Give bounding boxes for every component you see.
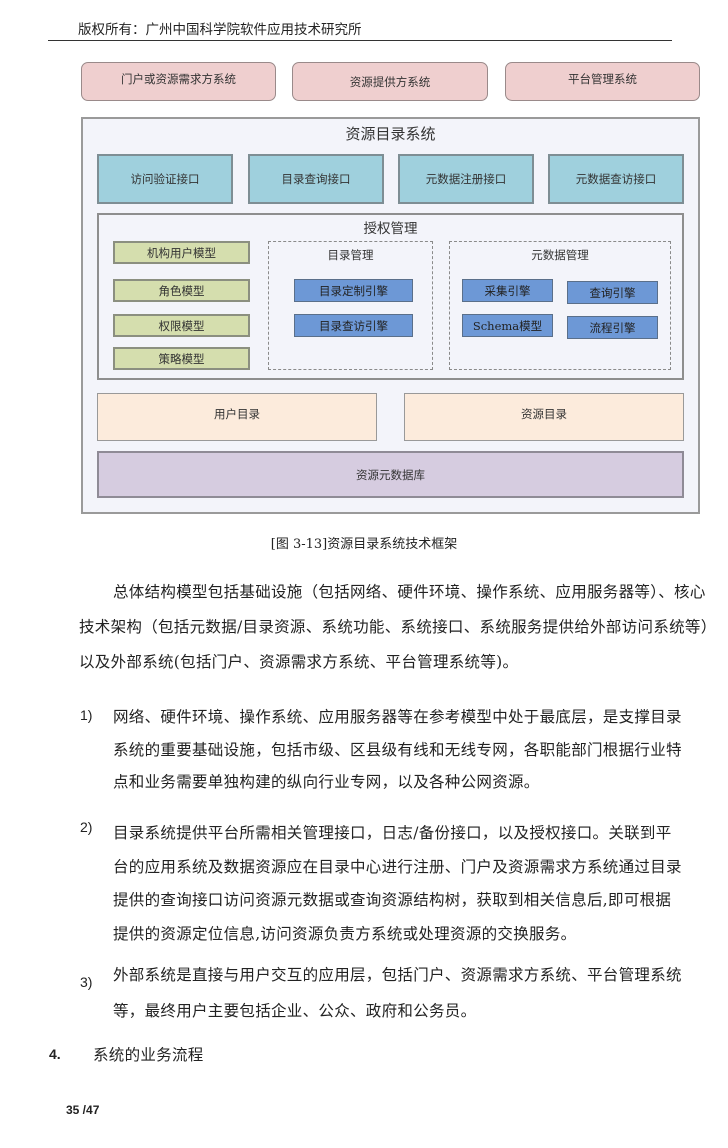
list-number: 1) bbox=[80, 707, 93, 723]
engine-box: 采集引擎 bbox=[462, 279, 553, 302]
provider-system-box: 资源提供方系统 bbox=[292, 62, 488, 101]
section-number: 4. bbox=[49, 1046, 61, 1062]
list-line: 等，最终用户主要包括企业、公众、政府和公务员。 bbox=[113, 1002, 477, 1020]
model-box: 机构用户模型 bbox=[113, 241, 250, 264]
platform-system-box: 平台管理系统 bbox=[505, 62, 700, 101]
list-line: 提供的查询接口访问资源元数据或查询资源结构树，获取到相关信息后,即可根据 bbox=[113, 891, 672, 909]
page-header: 版权所有：广州中国科学院软件应用技术研究所 bbox=[78, 22, 362, 38]
model-box: 权限模型 bbox=[113, 314, 250, 337]
user-directory-box: 用户目录 bbox=[97, 393, 377, 441]
paragraph-line: 总体结构模型包括基础设施（包括网络、硬件环境、操作系统、应用服务器等）、核心 bbox=[113, 583, 706, 601]
auth-title: 授权管理 bbox=[363, 221, 418, 237]
list-line: 目录系统提供平台所需相关管理接口，日志/备份接口，以及授权接口。关联到平 bbox=[113, 824, 672, 842]
interface-box: 元数据注册接口 bbox=[398, 154, 534, 204]
interface-box: 访问验证接口 bbox=[97, 154, 233, 204]
list-line: 提供的资源定位信息,访问资源负责方系统或处理资源的交换服务。 bbox=[113, 925, 577, 943]
engine-box: 目录查访引擎 bbox=[294, 314, 413, 337]
engine-box: Schema模型 bbox=[462, 314, 553, 337]
section-title: 系统的业务流程 bbox=[93, 1046, 204, 1064]
page-number: 35 /47 bbox=[66, 1103, 100, 1117]
engine-box: 目录定制引擎 bbox=[294, 279, 413, 302]
list-line: 外部系统是直接与用户交互的应用层，包括门户、资源需求方系统、平台管理系统 bbox=[113, 966, 682, 984]
resource-directory-box: 资源目录 bbox=[404, 393, 684, 441]
model-box: 策略模型 bbox=[113, 347, 250, 370]
interface-box: 目录查询接口 bbox=[248, 154, 384, 204]
catalog-system-title: 资源目录系统 bbox=[345, 125, 436, 143]
list-line: 系统的重要基础设施，包括市级、区县级有线和无线专网，各职能部门根据行业特 bbox=[113, 741, 682, 759]
list-number: 3) bbox=[80, 974, 93, 990]
paragraph-line: 以及外部系统(包括门户、资源需求方系统、平台管理系统等)。 bbox=[79, 653, 519, 671]
engine-box: 查询引擎 bbox=[567, 281, 658, 304]
model-box: 角色模型 bbox=[113, 279, 250, 302]
figure-caption: [图 3-13]资源目录系统技术框架 bbox=[270, 537, 458, 552]
header-divider bbox=[48, 40, 672, 41]
list-line: 点和业务需要单独构建的纵向行业专网，以及各种公网资源。 bbox=[113, 773, 540, 791]
engine-box: 流程引擎 bbox=[567, 316, 658, 339]
interface-box: 元数据查访接口 bbox=[548, 154, 684, 204]
list-line: 台的应用系统及数据资源应在目录中心进行注册、门户及资源需求方系统通过目录 bbox=[113, 858, 682, 876]
list-number: 2) bbox=[80, 819, 93, 835]
metadata-database-box: 资源元数据库 bbox=[97, 451, 684, 498]
list-line: 网络、硬件环境、操作系统、应用服务器等在参考模型中处于最底层，是支撑目录 bbox=[113, 708, 682, 726]
catalog-mgmt-group: 目录管理 bbox=[268, 241, 433, 370]
paragraph-line: 技术架构（包括元数据/目录资源、系统功能、系统接口、系统服务提供给外部访问系统等… bbox=[79, 618, 717, 636]
metadata-mgmt-group: 元数据管理 bbox=[449, 241, 671, 370]
portal-system-box: 门户或资源需求方系统 bbox=[81, 62, 276, 101]
